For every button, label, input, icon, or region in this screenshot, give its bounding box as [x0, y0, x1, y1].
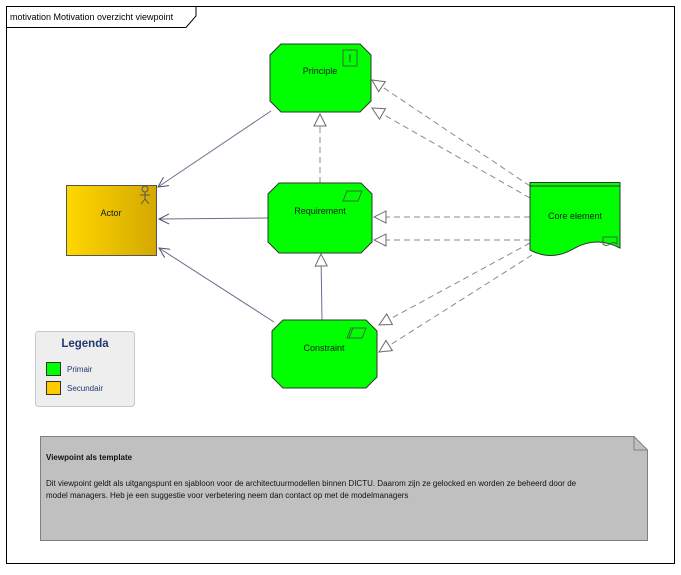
legend-swatch-secundair	[46, 381, 61, 395]
requirement-icon	[342, 190, 363, 202]
svg-text:!: !	[348, 53, 352, 65]
legend-title: Legenda	[61, 338, 109, 350]
representation-icon	[602, 236, 618, 246]
legend-swatch-primair	[46, 362, 61, 376]
legend	[35, 331, 135, 407]
frame-title: motivation Motivation overzicht viewpoin…	[10, 12, 174, 22]
template-note[interactable]	[40, 436, 648, 541]
note-title: Viewpoint als template	[46, 453, 133, 462]
constraint-label: Constraint	[303, 343, 345, 353]
constraint-icon	[346, 327, 367, 339]
core-element-label: Core element	[548, 211, 603, 221]
constraint-node[interactable]: Constraint	[271, 319, 378, 389]
realization-core-constraint-1[interactable]	[379, 242, 531, 325]
note-body-line-1: Dit viewpoint geldt als uitgangspunt en …	[46, 479, 577, 488]
frame-title-tab	[6, 6, 197, 28]
principle-node[interactable]: ! Principle	[269, 43, 372, 113]
actor-label: Actor	[100, 208, 121, 218]
specialization-constraint-requirement[interactable]	[321, 254, 322, 321]
requirement-label: Requirement	[294, 206, 346, 216]
relation-principle-actor[interactable]	[158, 110, 272, 187]
realization-core-constraint-2[interactable]	[379, 254, 533, 352]
legend-label-secundair: Secundair	[67, 384, 104, 393]
relation-constraint-actor[interactable]	[159, 248, 275, 323]
actor-node[interactable]: Actor	[66, 185, 157, 256]
note-body-line-2: model managers. Heb je een suggestie voo…	[46, 491, 409, 500]
principle-label: Principle	[303, 66, 338, 76]
relation-requirement-actor[interactable]	[159, 218, 269, 219]
realization-core-principle-1[interactable]	[372, 80, 531, 187]
relations	[158, 80, 533, 352]
realization-core-principle-2[interactable]	[372, 108, 531, 199]
actor-icon	[140, 185, 150, 205]
principle-icon: !	[342, 49, 358, 67]
legend-label-primair: Primair	[67, 365, 93, 374]
core-element-node[interactable]: Core element	[529, 182, 621, 256]
requirement-node[interactable]: Requirement	[267, 182, 373, 254]
